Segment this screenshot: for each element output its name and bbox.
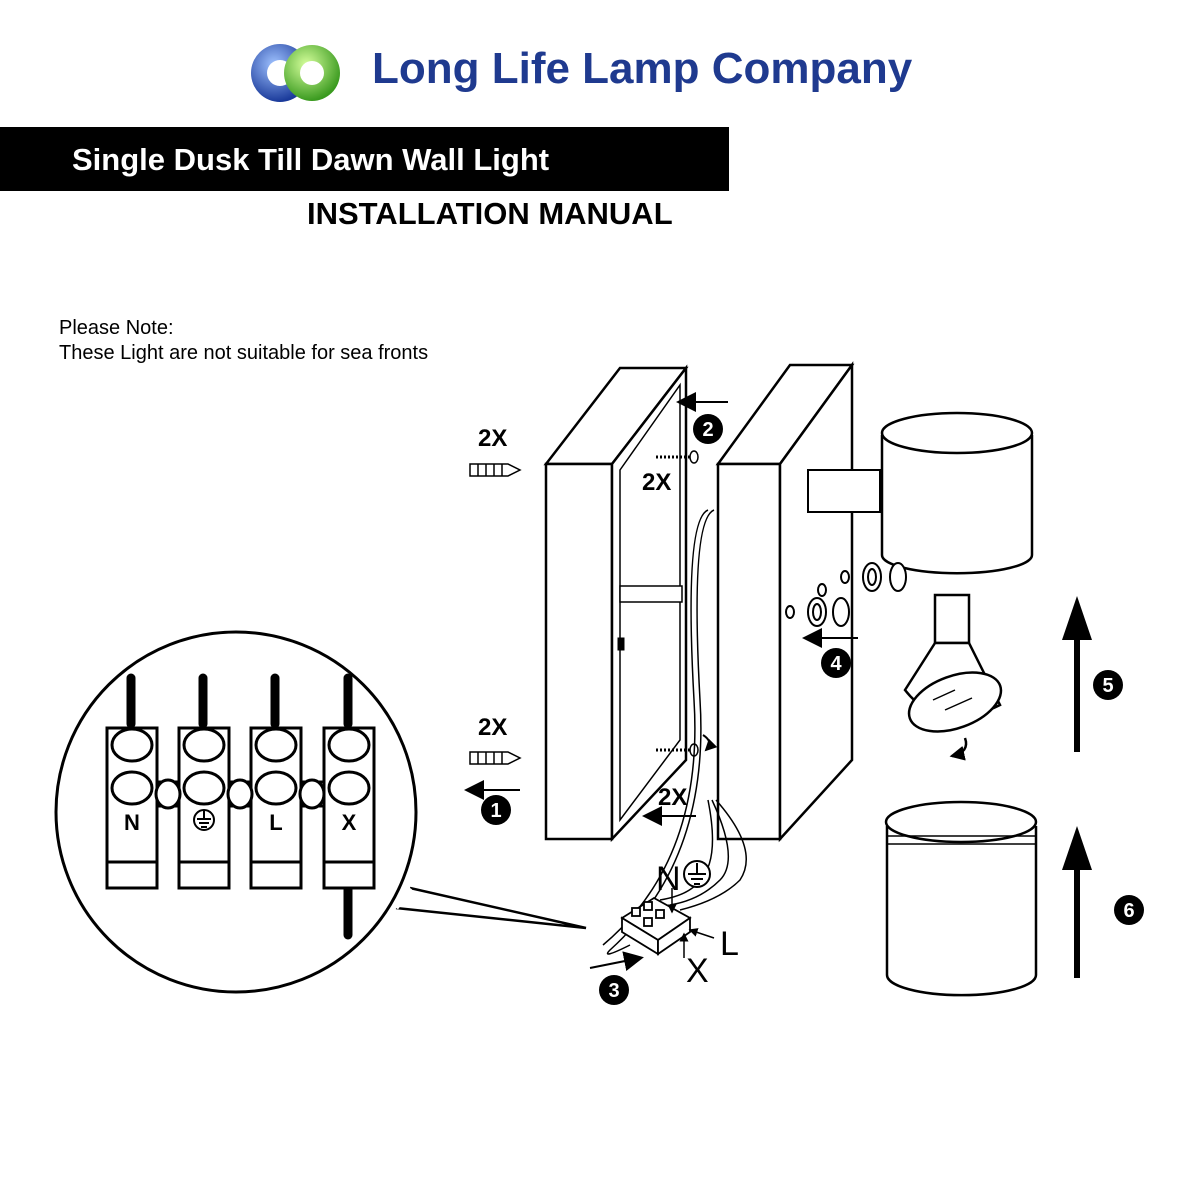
qty-screws-top: 2X [642, 469, 671, 496]
svg-text:3: 3 [608, 980, 619, 1002]
page-subtitle: INSTALLATION MANUAL [307, 196, 673, 231]
earth-terminal-icon [193, 809, 215, 831]
step-6-arrow [1062, 826, 1092, 978]
wire-label-x: X [686, 952, 709, 990]
brand-logo [250, 42, 346, 104]
svg-text:2: 2 [702, 419, 713, 441]
safety-note: Please Note: These Light are not suitabl… [59, 316, 428, 366]
qty-plugs-top: 2X [478, 425, 507, 452]
svg-text:4: 4 [830, 653, 842, 675]
wall-plugs-bottom [469, 751, 522, 765]
wall-plugs-top [469, 463, 522, 477]
terminal-label-l: L [269, 810, 282, 835]
note-heading: Please Note: [59, 317, 174, 339]
wire-label-l: L [720, 925, 739, 963]
step-2-badge: 2 [693, 414, 723, 444]
terminal-label-x: X [342, 810, 357, 835]
step-6-badge: 6 [1114, 895, 1144, 925]
lamp-head [880, 411, 1034, 575]
glass-cover [884, 800, 1038, 997]
step-3-badge: 3 [599, 975, 629, 1005]
step-4-badge: 4 [821, 648, 851, 678]
step-5-badge: 5 [1093, 670, 1123, 700]
terminal-label-n: N [124, 810, 140, 835]
earth-symbol-small [683, 860, 711, 888]
step-1-badge: 1 [481, 795, 511, 825]
step-3-pointer [589, 951, 644, 971]
step-5-arrow [1062, 596, 1092, 752]
qty-screws-bottom: 2X [658, 784, 687, 811]
svg-text:1: 1 [490, 800, 501, 822]
logo-icon [251, 44, 340, 102]
wire-label-n: N [656, 860, 681, 898]
screw-top [656, 450, 699, 464]
cable-wires [602, 509, 747, 955]
title-bar [0, 127, 729, 191]
svg-text:6: 6 [1123, 900, 1134, 922]
qty-plugs-bottom: 2X [478, 714, 507, 741]
terminal-block-magnified: N L X [54, 630, 587, 994]
lamp-body [715, 361, 881, 843]
page-title: Single Dusk Till Dawn Wall Light [72, 142, 550, 177]
gu10-bulb [903, 593, 1003, 733]
note-text: These Light are not suitable for sea fro… [59, 342, 429, 364]
brand-name: Long Life Lamp Company [372, 44, 913, 93]
terminal-block-small [620, 896, 692, 956]
wall-plate [543, 364, 689, 843]
seal-rings [785, 562, 907, 627]
svg-text:5: 5 [1102, 675, 1113, 697]
